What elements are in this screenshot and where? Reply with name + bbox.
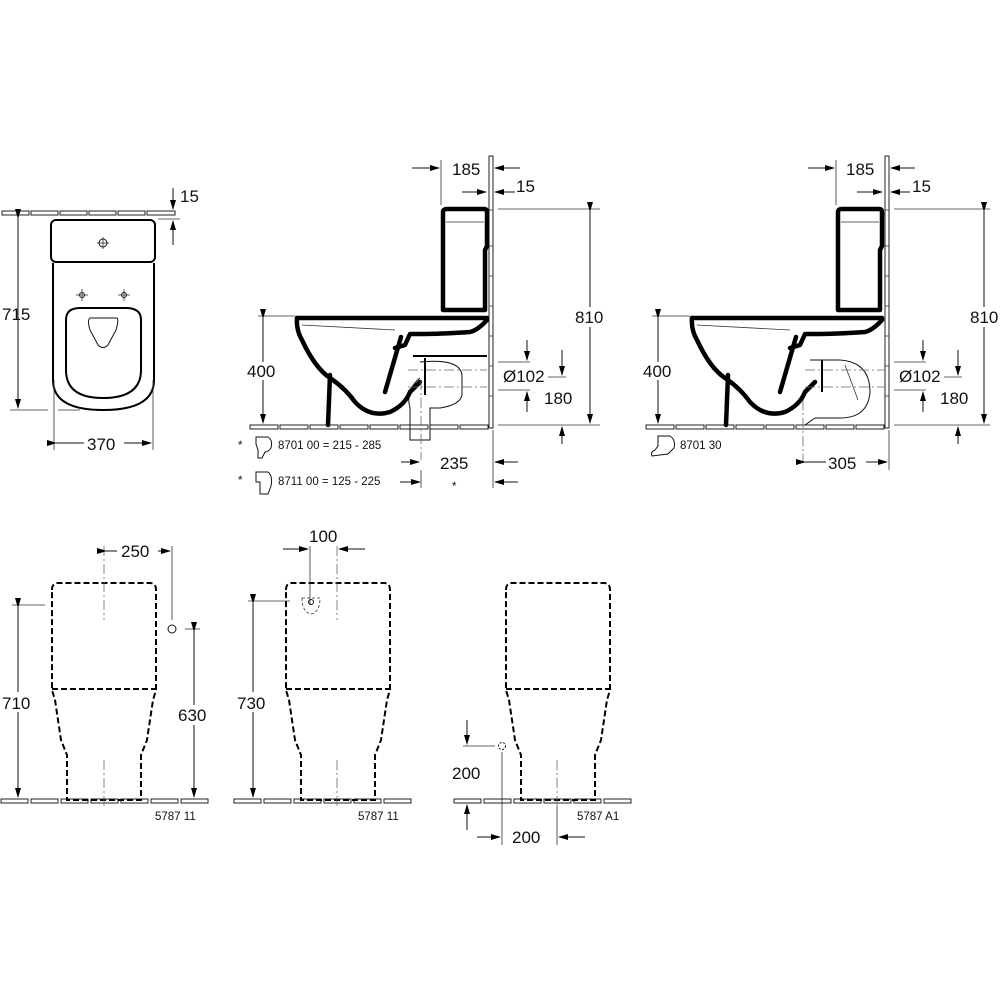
outlet-connector xyxy=(408,360,463,441)
top-view: 715 370 15 xyxy=(1,187,199,454)
side-view-1: 185 15 810 400 Ø102 180 235 * xyxy=(238,155,609,495)
side-view-2: 185 15 810 400 Ø102 180 305 8701 30 xyxy=(642,155,1000,473)
toilet-silhouette xyxy=(505,582,611,801)
asterisk-note: * xyxy=(452,481,457,493)
dim-depth: 715 xyxy=(2,305,30,324)
pedestal xyxy=(723,372,731,428)
svg-text:8701 00 = 215 - 285: 8701 00 = 215 - 285 xyxy=(278,440,381,452)
tank-profile xyxy=(440,206,490,313)
dim-top-gap: 15 xyxy=(180,187,199,206)
dim-height-1: 710 xyxy=(2,694,30,713)
dim-wall-gap-2: 15 xyxy=(912,177,931,196)
floor-line xyxy=(233,798,412,804)
wall-line xyxy=(1,210,176,216)
svg-text:*: * xyxy=(238,475,243,487)
pedestal xyxy=(325,372,333,428)
bend-connector-icon xyxy=(255,436,273,459)
dim-width: 370 xyxy=(87,435,115,454)
dim-outlet-offset-1: 235 xyxy=(440,454,468,473)
toilet-silhouette xyxy=(285,582,391,801)
dim-total-height-1: 810 xyxy=(575,308,603,327)
model-number-3: 5787 A1 xyxy=(577,811,619,823)
bowl-rim xyxy=(689,315,885,351)
bowl-opening xyxy=(88,317,119,348)
accessory-8701-00: * 8701 00 = 215 - 285 xyxy=(238,436,381,459)
dim-seat-height-2: 400 xyxy=(643,362,671,381)
toilet-silhouette xyxy=(51,582,157,801)
fixing-point-icon xyxy=(76,289,130,301)
bowl-outline xyxy=(52,263,155,412)
floor-line xyxy=(645,424,885,430)
dim-inlet-height-1: 630 xyxy=(178,706,206,725)
dim-inlet-offset-1: 250 xyxy=(121,542,149,561)
seat-outline xyxy=(65,307,142,400)
model-number-1: 5787 11 xyxy=(155,811,196,823)
water-inlet-icon xyxy=(167,624,177,634)
floor-line xyxy=(249,424,489,430)
dim-tank-depth-1: 185 xyxy=(452,160,480,179)
accessory-8711-00: * 8711 00 = 125 - 225 xyxy=(238,471,380,495)
model-number-2: 5787 11 xyxy=(358,811,399,823)
svg-text:8711 00 = 125 - 225: 8711 00 = 125 - 225 xyxy=(278,476,380,488)
bowl-rim xyxy=(294,315,490,351)
bowl-body xyxy=(689,315,818,416)
front-view-1: 250 710 630 5787 11 xyxy=(0,542,212,823)
bowl-body xyxy=(294,315,423,416)
dim-inlet-offset-2: 100 xyxy=(309,527,337,546)
dim-outlet-offset-2: 305 xyxy=(828,454,856,473)
wall-line xyxy=(488,155,494,429)
straight-connector-icon xyxy=(255,471,273,495)
dim-outlet-diameter-2: Ø102 xyxy=(899,367,941,386)
tank-profile xyxy=(835,206,885,313)
dim-wall-gap-1: 15 xyxy=(516,177,535,196)
svg-text:8701 30: 8701 30 xyxy=(680,440,722,452)
tank-outline xyxy=(50,219,156,263)
dim-tank-depth-2: 185 xyxy=(846,160,874,179)
dim-outlet-height-2: 180 xyxy=(940,389,968,408)
dim-height-2: 730 xyxy=(237,694,265,713)
dim-seat-height-1: 400 xyxy=(247,362,275,381)
water-inlet-icon xyxy=(498,742,506,750)
dim-outlet-height-1: 180 xyxy=(544,389,572,408)
dim-total-height-2: 810 xyxy=(970,308,998,327)
water-inlet-icon xyxy=(301,597,321,615)
dim-inlet-height-3: 200 xyxy=(452,764,480,783)
floor-line xyxy=(453,798,632,804)
accessory-8701-30: 8701 30 xyxy=(650,435,722,457)
wall-line xyxy=(884,155,890,429)
dim-inlet-offset-3: 200 xyxy=(512,828,540,847)
dim-outlet-diameter-1: Ø102 xyxy=(503,367,545,386)
front-view-2: 100 730 5787 11 xyxy=(233,527,412,823)
outlet-elbow xyxy=(804,359,871,426)
elbow-connector-icon xyxy=(650,435,675,457)
front-view-3: 200 200 5787 A1 xyxy=(452,582,632,847)
svg-text:*: * xyxy=(238,440,243,452)
